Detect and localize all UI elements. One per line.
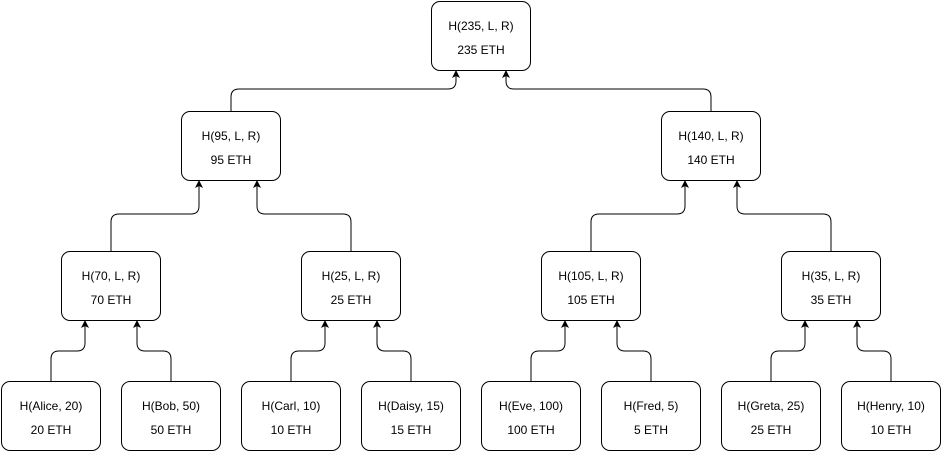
node-25: H(25, L, R) 25 ETH (301, 251, 401, 321)
leaf-amount: 50 ETH (150, 423, 192, 437)
node-hash: H(105, L, R) (558, 269, 624, 283)
node-amount: 235 ETH (457, 43, 505, 57)
edge-node-70-to-node-95 (110, 180, 203, 251)
node-amount: 35 ETH (810, 293, 852, 307)
leaf-carl: H(Carl, 10) 10 ETH (241, 381, 341, 451)
node-140: H(140, L, R) 140 ETH (661, 111, 761, 181)
leaf-daisy: H(Daisy, 15) 15 ETH (361, 381, 461, 451)
leaf-fred: H(Fred, 5) 5 ETH (601, 381, 701, 451)
edge-node-105-to-node-140 (590, 180, 689, 251)
node-amount: 25 ETH (330, 293, 372, 307)
node-hash: H(95, L, R) (201, 129, 261, 143)
edge-node-95-to-root (230, 70, 460, 111)
leaf-alice: H(Alice, 20) 20 ETH (1, 381, 101, 451)
node-amount: 105 ETH (567, 293, 615, 307)
edge-bob-to-node-70 (133, 320, 172, 381)
leaf-eve: H(Eve, 100) 100 ETH (481, 381, 581, 451)
leaf-hash: H(Daisy, 15) (378, 399, 444, 413)
leaf-amount: 25 ETH (750, 423, 792, 437)
node-70: H(70, L, R) 70 ETH (61, 251, 161, 321)
leaf-amount: 100 ETH (507, 423, 555, 437)
leaf-hash: H(Fred, 5) (623, 399, 679, 413)
edge-node-35-to-node-140 (733, 180, 832, 251)
edge-node-140-to-root (502, 70, 712, 111)
edge-carl-to-node-25 (290, 320, 329, 381)
node-amount: 95 ETH (210, 153, 252, 167)
node-hash: H(25, L, R) (321, 269, 381, 283)
edge-daisy-to-node-25 (373, 320, 412, 381)
leaf-amount: 5 ETH (633, 423, 668, 437)
leaf-hash: H(Alice, 20) (19, 399, 83, 413)
leaf-hash: H(Bob, 50) (141, 399, 201, 413)
edge-node-25-to-node-95 (253, 180, 352, 251)
leaf-amount: 20 ETH (30, 423, 72, 437)
node-hash: H(235, L, R) (448, 19, 514, 33)
leaf-bob: H(Bob, 50) 50 ETH (121, 381, 221, 451)
node-hash: H(140, L, R) (678, 129, 744, 143)
leaf-amount: 10 ETH (270, 423, 312, 437)
leaf-hash: H(Eve, 100) (498, 399, 564, 413)
node-105: H(105, L, R) 105 ETH (541, 251, 641, 321)
leaf-amount: 10 ETH (870, 423, 912, 437)
edge-alice-to-node-70 (50, 320, 89, 381)
leaf-amount: 15 ETH (390, 423, 432, 437)
leaf-hash: H(Carl, 10) (261, 399, 321, 413)
edge-greta-to-node-35 (770, 320, 809, 381)
edge-henry-to-node-35 (853, 320, 892, 381)
leaf-greta: H(Greta, 25) 25 ETH (721, 381, 821, 451)
edge-eve-to-node-105 (530, 320, 569, 381)
node-amount: 140 ETH (687, 153, 735, 167)
root-node: H(235, L, R) 235 ETH (431, 1, 531, 71)
leaf-hash: H(Henry, 10) (857, 399, 925, 413)
node-hash: H(70, L, R) (81, 269, 141, 283)
node-95: H(95, L, R) 95 ETH (181, 111, 281, 181)
leaf-henry: H(Henry, 10) 10 ETH (841, 381, 941, 451)
node-hash: H(35, L, R) (801, 269, 861, 283)
edge-fred-to-node-105 (613, 320, 652, 381)
node-amount: 70 ETH (90, 293, 132, 307)
node-35: H(35, L, R) 35 ETH (781, 251, 881, 321)
leaf-hash: H(Greta, 25) (737, 399, 805, 413)
